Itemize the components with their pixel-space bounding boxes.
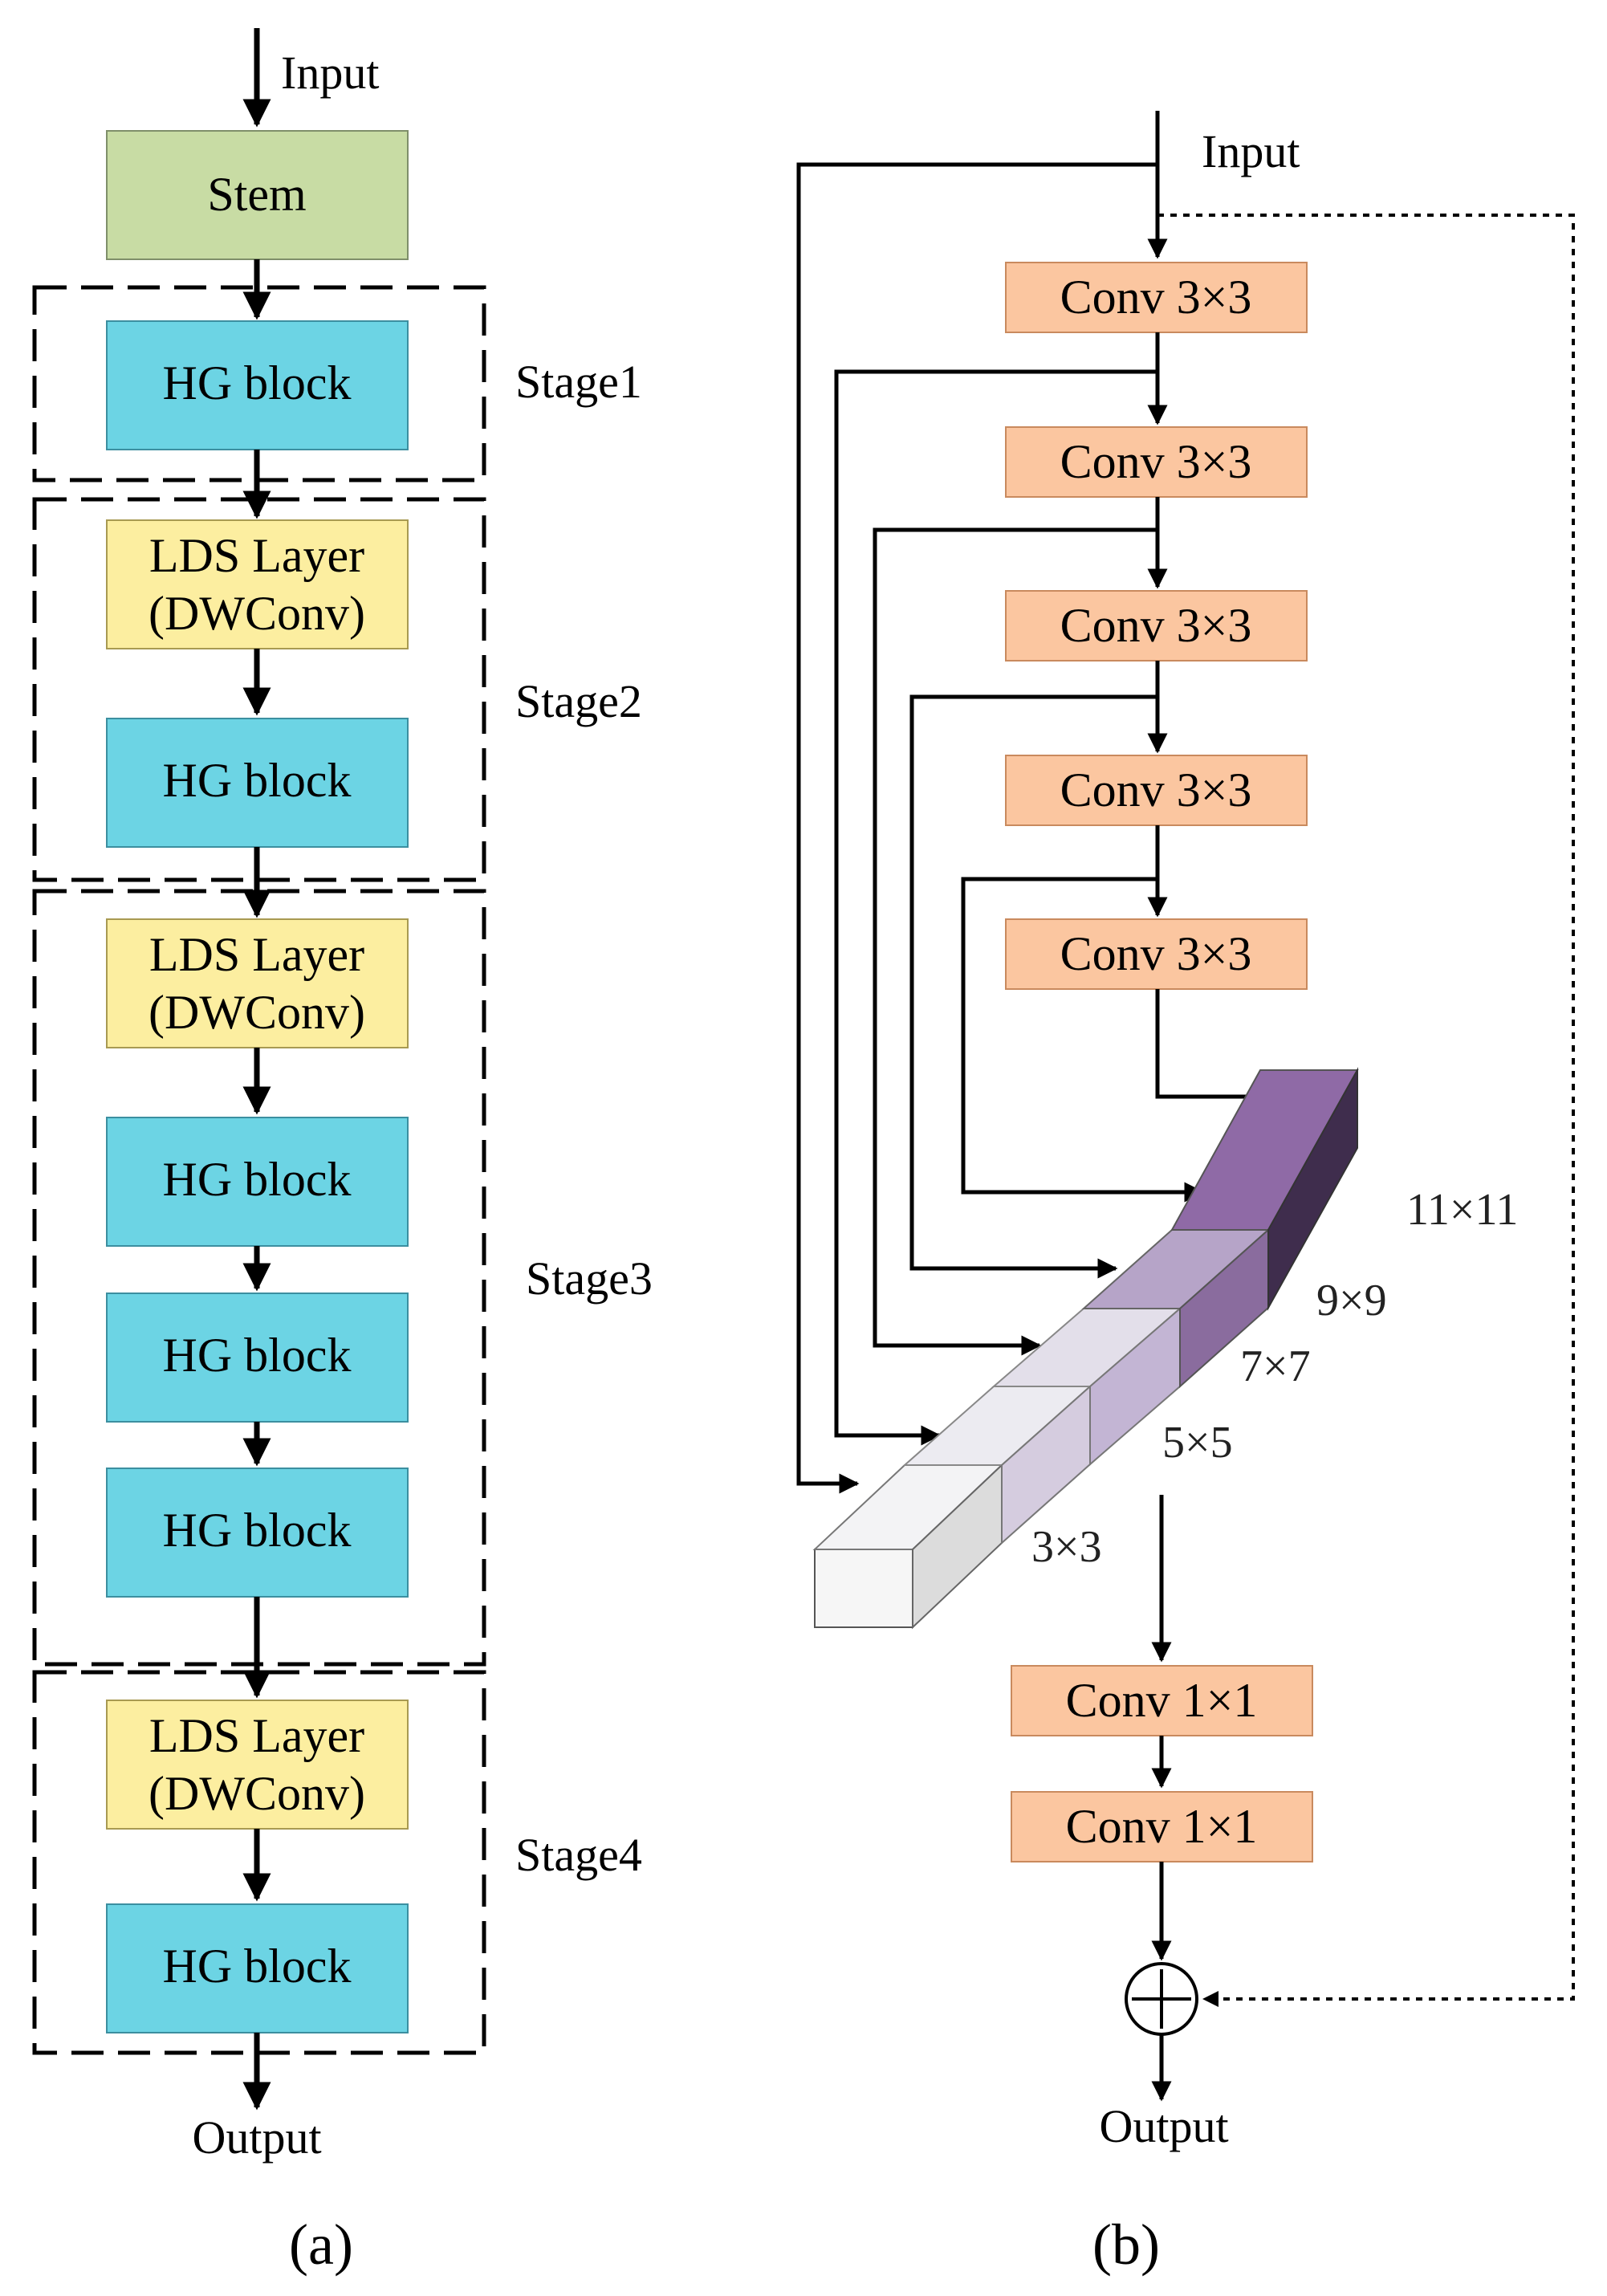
- residual-path: [1157, 214, 1575, 2007]
- hg-block-s4-label: HG block: [163, 1940, 352, 1993]
- lds-layer-s3-line1: LDS Layer: [149, 928, 364, 981]
- panel-a: Input Stem Stage1 HG block Stage2 LDS La…: [32, 28, 653, 2277]
- kernel-bar: [812, 1067, 1359, 1630]
- hg-block-s3-3-label: HG block: [163, 1504, 352, 1557]
- output-label-a: Output: [192, 2111, 321, 2164]
- lds-layer-s4-line2: (DWConv): [148, 1767, 365, 1820]
- skip-conv3-to-9x9: [909, 694, 1157, 1279]
- conv3-5: [1005, 918, 1308, 990]
- kernel-label-9x9: 9×9: [1316, 1276, 1387, 1325]
- panel-b: Input Conv 3×3 Conv 3×3 Conv 3×3 Conv 3×…: [796, 111, 1575, 2277]
- hg-block-s4: [106, 1903, 409, 2033]
- stage2-label: Stage2: [515, 675, 642, 727]
- conv3-3-label: Conv 3×3: [1060, 599, 1252, 652]
- stem-label: Stem: [207, 168, 306, 221]
- conv1-1-label: Conv 1×1: [1066, 1674, 1258, 1727]
- skip-conv1-to-5x5: [834, 369, 1157, 1446]
- hg-block-s1-label: HG block: [163, 356, 352, 409]
- kernel-label-3x3: 3×3: [1031, 1522, 1102, 1572]
- hg-block-s3-3: [106, 1468, 409, 1598]
- conv3-1: [1005, 262, 1308, 333]
- hg-block-s3-2-label: HG block: [163, 1329, 352, 1382]
- output-label-b: Output: [1099, 2100, 1228, 2152]
- input-label-b: Input: [1202, 125, 1300, 177]
- caption-b: (b): [1092, 2213, 1160, 2277]
- hg-block-s2: [106, 718, 409, 848]
- skip-input-to-3x3: [796, 162, 1157, 1494]
- hg-block-s3-1: [106, 1117, 409, 1247]
- lds-layer-s3: [106, 918, 409, 1048]
- conv3-5-label: Conv 3×3: [1060, 927, 1252, 980]
- conv3-2-label: Conv 3×3: [1060, 435, 1252, 488]
- stage4-label: Stage4: [515, 1829, 642, 1881]
- conv3-2: [1005, 426, 1308, 498]
- conv3-4: [1005, 755, 1308, 826]
- bar-end-face: [814, 1549, 913, 1628]
- input-label-a: Input: [281, 47, 379, 99]
- bar-side-11x11: [1267, 1067, 1358, 1311]
- kernel-label-5x5: 5×5: [1162, 1418, 1233, 1468]
- lds-layer-s2-line1: LDS Layer: [149, 529, 364, 582]
- lds-layer-s2-line2: (DWConv): [148, 587, 365, 640]
- skip-conv4-to-11x11: [961, 877, 1205, 1203]
- lds-layer-s3-line2: (DWConv): [148, 986, 365, 1039]
- lds-layer-s4-line1: LDS Layer: [149, 1709, 364, 1762]
- kernel-label-7x7: 7×7: [1240, 1341, 1311, 1391]
- caption-a: (a): [289, 2213, 353, 2277]
- lds-layer-s2: [106, 519, 409, 649]
- kernel-label-11x11: 11×11: [1406, 1185, 1518, 1235]
- stage3-label: Stage3: [526, 1252, 653, 1305]
- stage1-label: Stage1: [515, 356, 642, 408]
- conv1-2-label: Conv 1×1: [1066, 1800, 1258, 1853]
- hg-block-s2-label: HG block: [163, 754, 352, 807]
- conv3-4-label: Conv 3×3: [1060, 763, 1252, 816]
- conv3-3: [1005, 590, 1308, 662]
- conv1-1: [1011, 1665, 1313, 1736]
- conv3-1-label: Conv 3×3: [1060, 271, 1252, 324]
- hg-block-s3-1-label: HG block: [163, 1153, 352, 1206]
- hg-block-s3-2: [106, 1293, 409, 1423]
- skip-conv2-to-7x7: [873, 527, 1157, 1356]
